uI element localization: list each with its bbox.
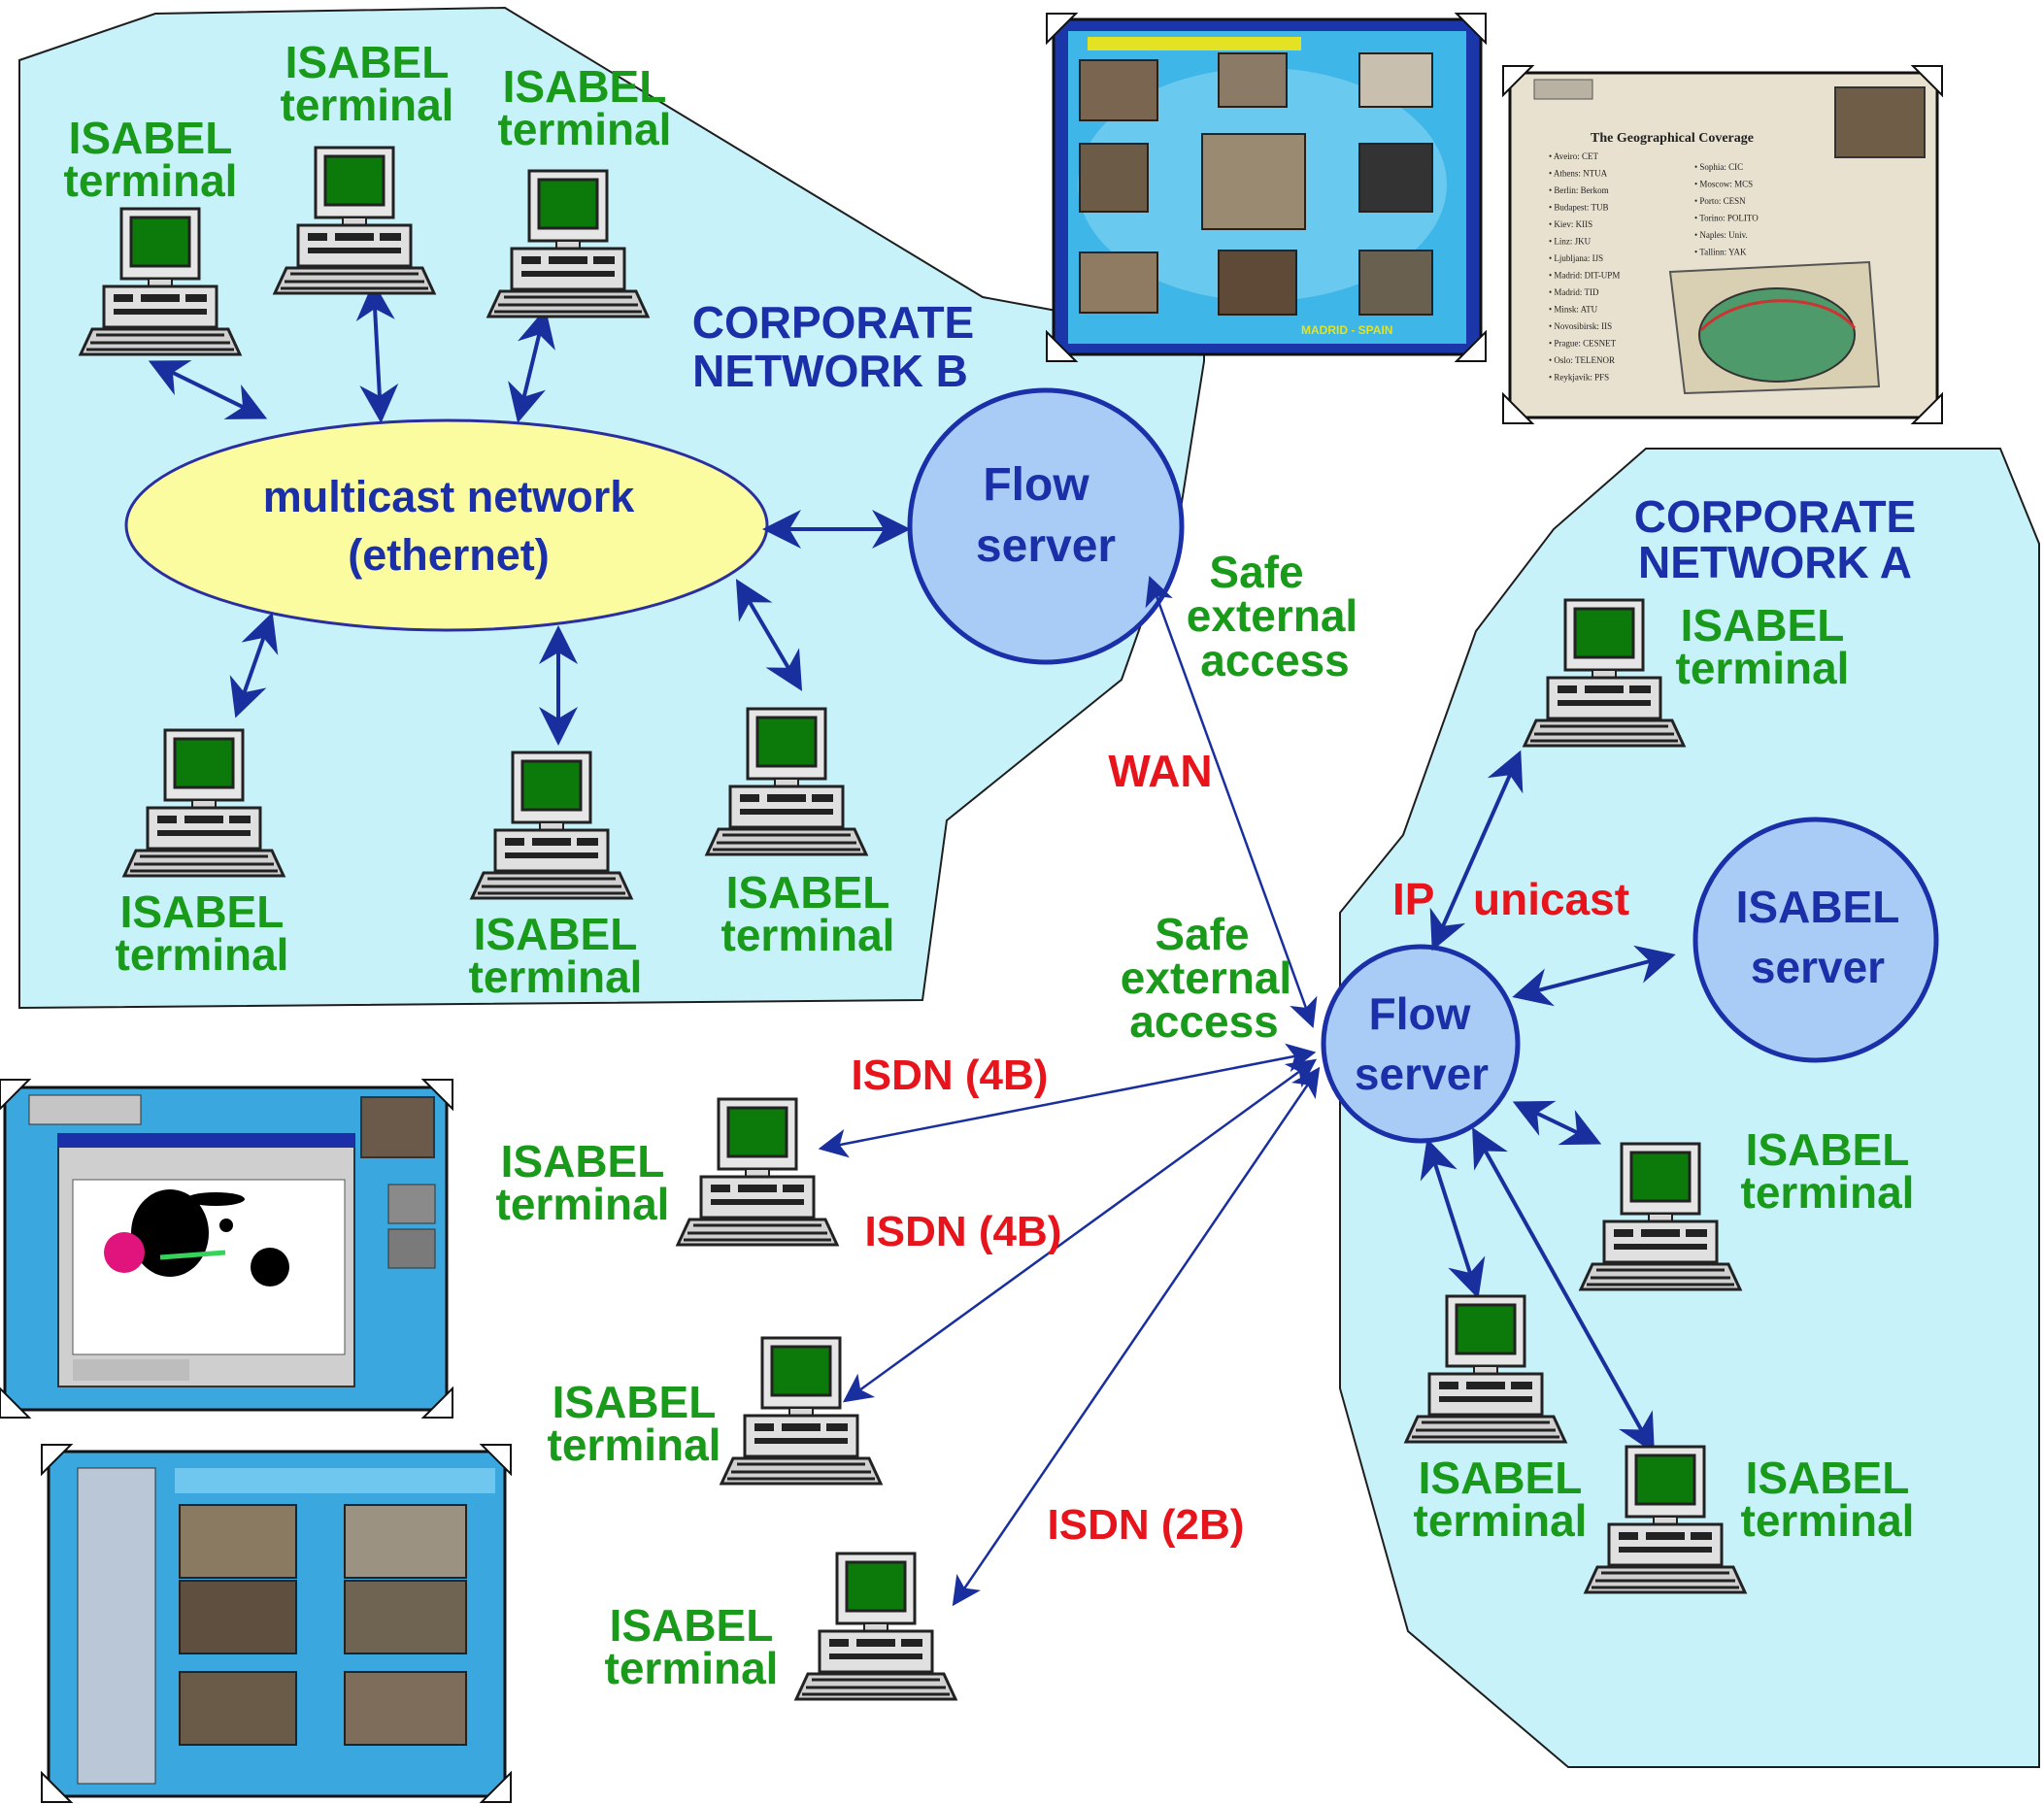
geo-list-item: • Berlin: Berkom [1549,185,1609,195]
terminal-label: ISABEL [120,886,285,937]
terminal-sublabel: terminal [496,1179,670,1229]
network-b-title: CORPORATE [692,297,975,348]
multicast-network-sublabel: (ethernet) [348,530,550,580]
flow-server-a-label: Flow [1369,988,1471,1039]
flow-server-b-sublabel: server [976,520,1116,572]
geo-list-item: • Prague: CESNET [1549,339,1617,349]
flow-server-a-sublabel: server [1355,1049,1489,1099]
videoconference-screenshot-top: MADRID - SPAIN [1046,13,1487,362]
isdn-2b-label: ISDN (2B) [1048,1501,1245,1549]
multicast-network-ellipse [124,418,769,632]
geo-list-item: • Kiev: KIIS [1549,219,1592,229]
terminal-label: ISABEL [69,113,233,163]
geographical-coverage-screenshot: The Geographical Coverage • Aveiro: CET •… [1502,65,1943,424]
terminal-sublabel: terminal [64,155,238,206]
computer-icon [794,1552,957,1701]
geo-list-item: • Minsk: ATU [1549,305,1598,315]
safe-access-label-a-2: external [1121,952,1291,1003]
madrid-label: MADRID - SPAIN [1301,323,1392,337]
multicast-network-label: multicast network [263,472,636,521]
unicast-label: unicast [1473,874,1629,924]
geo-list-item: • Linz: JKU [1549,237,1592,247]
terminal-label: ISABEL [474,909,638,959]
terminal-sublabel: terminal [116,929,289,980]
connection-arrows [148,282,1676,1607]
safe-access-label-b-1: Safe [1209,547,1303,597]
geo-list-item: • Novosibirsk: IIS [1549,321,1612,331]
terminal-label: ISABEL [553,1377,717,1427]
geo-list-item: • Budapest: TUB [1549,203,1608,213]
geo-list-item: • Naples: Univ. [1694,230,1748,240]
terminal-sublabel: terminal [721,910,895,960]
terminal-label: ISABEL [503,61,667,112]
network-b-subtitle: NETWORK B [692,346,968,396]
terminal-sublabel: terminal [1676,643,1850,693]
geo-list-item: • Torino: POLITO [1694,214,1759,223]
terminal-label: ISABEL [1419,1453,1583,1503]
terminal-label: ISABEL [1746,1124,1910,1175]
flow-server-b-label: Flow [983,459,1089,511]
geo-list-item: • Aveiro: CET [1549,151,1598,161]
wan-label: WAN [1108,746,1212,796]
geo-list-item: • Madrid: TID [1549,287,1599,297]
shared-application-screenshot [0,1079,453,1419]
geo-list-item: • Oslo: TELENOR [1549,355,1615,365]
safe-access-label-b-2: external [1187,590,1357,641]
isdn-4b-label-1: ISDN (4B) [852,1052,1049,1099]
terminal-label: ISABEL [501,1136,665,1186]
terminal-sublabel: terminal [498,104,672,154]
isabel-server-label: ISABEL [1736,882,1900,932]
terminal-sublabel: terminal [469,952,643,1002]
geo-title: The Geographical Coverage [1591,131,1754,146]
terminal-label: ISABEL [285,37,450,87]
videoconference-screenshot-bottom [41,1444,512,1803]
terminal-label: ISABEL [610,1600,774,1651]
computer-icon [720,1336,883,1486]
terminal-sublabel: terminal [1414,1495,1588,1546]
geo-list-item: • Moscow: MCS [1694,180,1753,189]
safe-access-label-b-3: access [1200,635,1350,685]
computer-icon [676,1097,839,1247]
isabel-server-sublabel: server [1751,942,1885,992]
isabel-server [1692,817,1939,1063]
terminal-sublabel: terminal [1741,1167,1915,1218]
geo-list-item: • Tallinn: YAK [1694,248,1747,257]
ip-label: IP [1392,874,1434,924]
geo-list-item: • Madrid: DIT-UPM [1549,271,1620,281]
safe-access-label-a-1: Safe [1155,909,1249,959]
flow-server-a [1321,944,1521,1144]
network-a-subtitle: NETWORK A [1638,537,1912,587]
terminal-sublabel: terminal [1741,1495,1915,1546]
geo-list-item: • Athens: NTUA [1549,169,1608,179]
terminal-label: ISABEL [1746,1453,1910,1503]
terminal-label: ISABEL [726,867,890,918]
terminal-label: ISABEL [1681,600,1845,651]
network-a-title: CORPORATE [1634,491,1917,542]
geo-list-item: • Sophia: CIC [1694,162,1743,172]
safe-access-label-a-3: access [1129,996,1279,1047]
geo-list-item: • Porto: CESN [1694,196,1746,206]
terminal-sublabel: terminal [605,1643,779,1693]
isdn-4b-label-2: ISDN (4B) [865,1208,1062,1255]
terminal-sublabel: terminal [281,80,454,130]
geo-list-item: • Ljubljana: IJS [1549,253,1603,263]
terminal-sublabel: terminal [548,1420,721,1470]
geo-list-item: • Reykjavik: PFS [1549,373,1609,383]
